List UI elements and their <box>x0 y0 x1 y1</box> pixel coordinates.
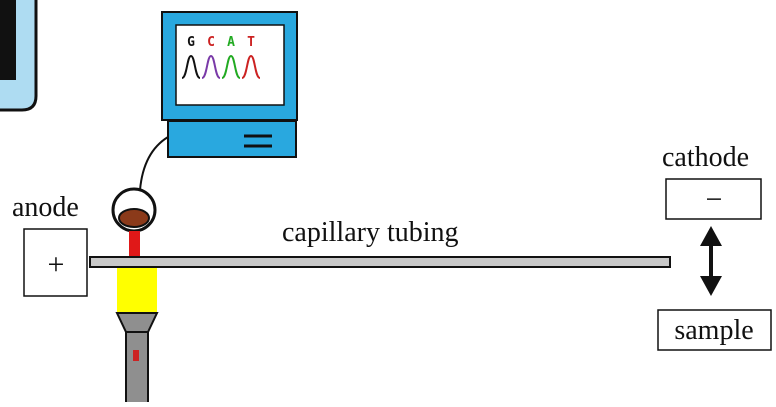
chromatogram-peak <box>181 54 201 79</box>
chromatogram-peak <box>201 54 221 79</box>
detector-cable <box>139 136 169 191</box>
cathode-label: cathode <box>662 142 749 173</box>
anode-plus-sign: + <box>48 248 65 281</box>
capillary-tubing <box>89 256 671 268</box>
chromatogram-peak <box>221 54 241 79</box>
base-letter: C <box>207 35 215 50</box>
detector-eye <box>111 187 157 233</box>
chromatogram-peaks <box>181 54 261 79</box>
base-letter: A <box>227 35 235 50</box>
double-arrow-icon <box>700 226 722 296</box>
buffer-beaker <box>0 0 38 112</box>
anode-box <box>23 228 88 297</box>
base-letter: G <box>187 35 195 50</box>
computer-base <box>167 120 297 158</box>
sample-box <box>657 309 772 351</box>
base-letter: T <box>247 35 255 50</box>
sample-label: sample <box>674 315 753 346</box>
anode-label: anode <box>12 192 79 223</box>
cathode-box <box>665 178 762 220</box>
laser-beam <box>129 231 140 257</box>
laser-switch <box>133 350 139 361</box>
cathode-minus-sign: − <box>706 183 723 216</box>
laser-source <box>115 312 159 405</box>
chromatogram-peak <box>241 54 261 79</box>
light-cone <box>117 267 157 313</box>
capillary-label: capillary tubing <box>282 217 459 248</box>
